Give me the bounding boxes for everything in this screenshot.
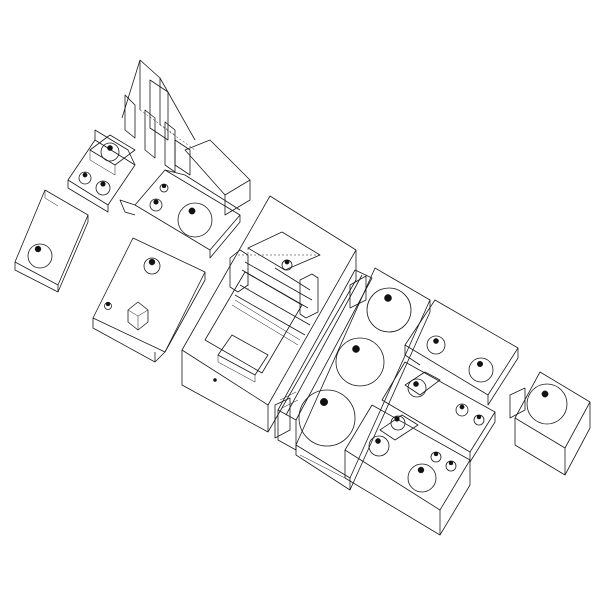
round-plan-fixture-icon xyxy=(473,414,485,426)
round-plan-fixture-icon xyxy=(298,389,356,447)
left-box-room xyxy=(14,189,89,293)
round-plan-fixture-icon xyxy=(78,171,92,185)
round-plan-fixture-icon xyxy=(368,435,390,457)
round-plan-fixture-icon xyxy=(455,403,469,417)
round-plan-fixture-icon xyxy=(468,357,494,383)
diagonal-spine xyxy=(274,269,373,451)
round-plan-fixture-icon xyxy=(407,463,437,493)
round-plan-fixture-icon xyxy=(430,451,442,463)
bottom-right-room xyxy=(299,404,471,536)
round-plan-fixture-icon xyxy=(27,243,53,269)
round-plan-fixture-icon xyxy=(426,335,446,355)
far-right-box-room xyxy=(509,371,591,476)
right-upper-room xyxy=(404,299,519,406)
platform-room xyxy=(92,237,206,363)
round-plan-fixture-icon xyxy=(95,180,111,196)
right-middle-room xyxy=(381,361,496,463)
large-fixture-hall xyxy=(295,267,431,491)
upper-middle-room xyxy=(119,169,241,259)
round-plan-fixture-icon xyxy=(143,257,161,275)
round-plan-fixture-icon xyxy=(407,378,427,398)
round-plan-fixture-icon xyxy=(159,183,169,193)
round-plan-fixture-icon xyxy=(104,301,112,310)
round-plan-fixture-icon xyxy=(366,287,412,333)
door-marker-icon xyxy=(213,378,217,382)
stepped-tower-module xyxy=(121,59,251,216)
round-plan-fixture-icon xyxy=(177,202,213,238)
round-plan-fixture-icon xyxy=(281,259,293,271)
round-plan-fixture-icon xyxy=(526,383,568,425)
central-main-block xyxy=(181,195,357,433)
round-plan-fixture-icon xyxy=(445,460,457,472)
round-plan-fixture-icon xyxy=(390,415,406,431)
upper-left-room xyxy=(67,129,136,213)
round-plan-fixture-icon xyxy=(335,337,385,387)
round-plan-fixture-icon xyxy=(100,142,120,162)
round-plan-fixture-icon xyxy=(149,198,163,212)
